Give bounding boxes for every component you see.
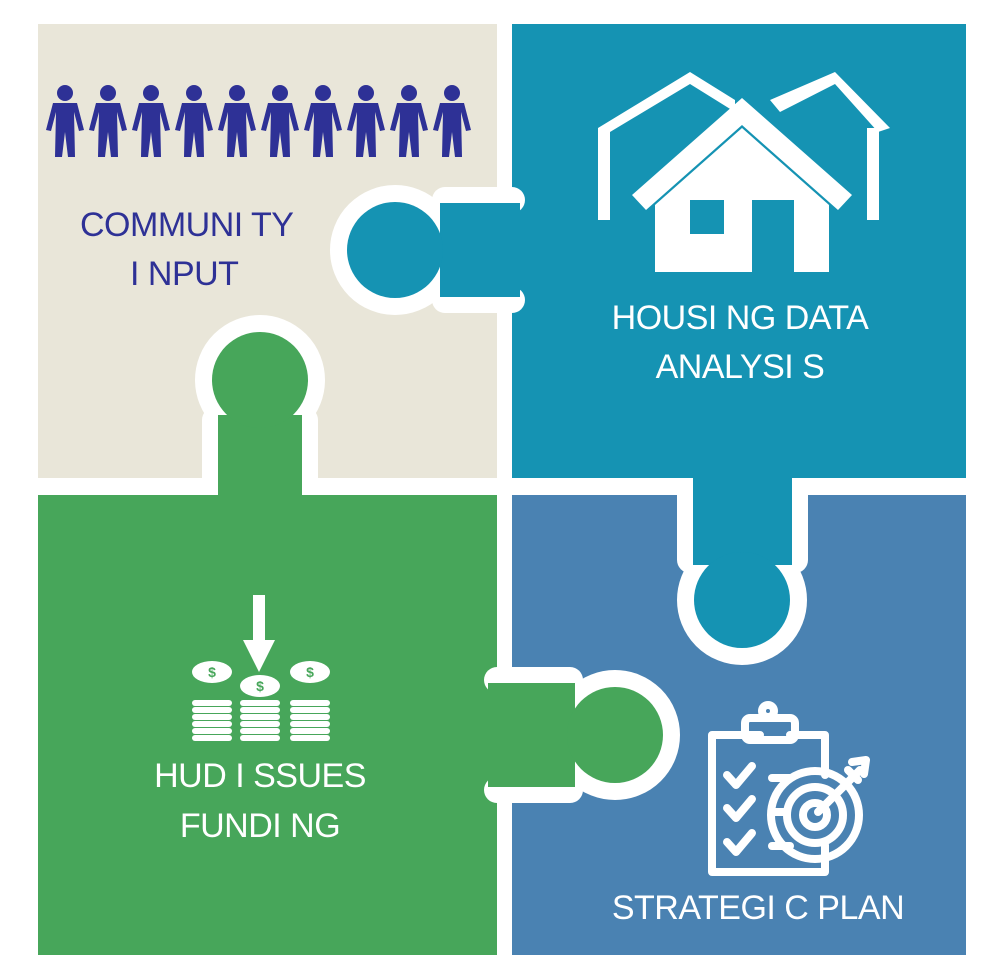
housing-knob [347, 202, 520, 298]
person-icon [433, 85, 471, 157]
person-icon [390, 85, 428, 157]
person-icon [46, 85, 84, 157]
person-icon [175, 85, 213, 157]
dollar-sign-icon: $ [208, 664, 216, 680]
community-label-line1: COMMUNI TY [80, 206, 293, 244]
housing-bottom-knob [693, 470, 792, 648]
community-label-line2: I NPUT [130, 255, 238, 293]
house-door [752, 200, 794, 272]
person-icon [347, 85, 385, 157]
houses-icon [598, 72, 890, 272]
coin-stack-icon: $ [192, 661, 232, 741]
hud-label-line2: FUNDI NG [180, 807, 340, 845]
dollar-sign-icon: $ [306, 664, 314, 680]
dollar-sign-icon: $ [256, 678, 264, 694]
strategic-label: STRATEGI C PLAN [612, 889, 904, 927]
person-icon [218, 85, 256, 157]
hud-right-knob [488, 683, 663, 787]
people-row-icon [46, 85, 471, 157]
house-window [690, 200, 724, 234]
person-icon [261, 85, 299, 157]
housing-label-line1: HOUSI NG DATA [612, 299, 870, 337]
housing-label-line2: ANALYSI S [656, 348, 825, 386]
hud-label-line1: HUD I SSUES [154, 757, 366, 795]
person-icon [89, 85, 127, 157]
person-icon [132, 85, 170, 157]
clipboard-target-icon [708, 701, 870, 876]
person-icon [304, 85, 342, 157]
hud-knob [212, 332, 308, 505]
money-coins-arrow-icon: $ $ $ [192, 595, 330, 741]
knob-gaps [195, 185, 808, 803]
coin-stack-icon: $ [290, 661, 330, 741]
coin-stack-icon: $ [240, 675, 280, 741]
